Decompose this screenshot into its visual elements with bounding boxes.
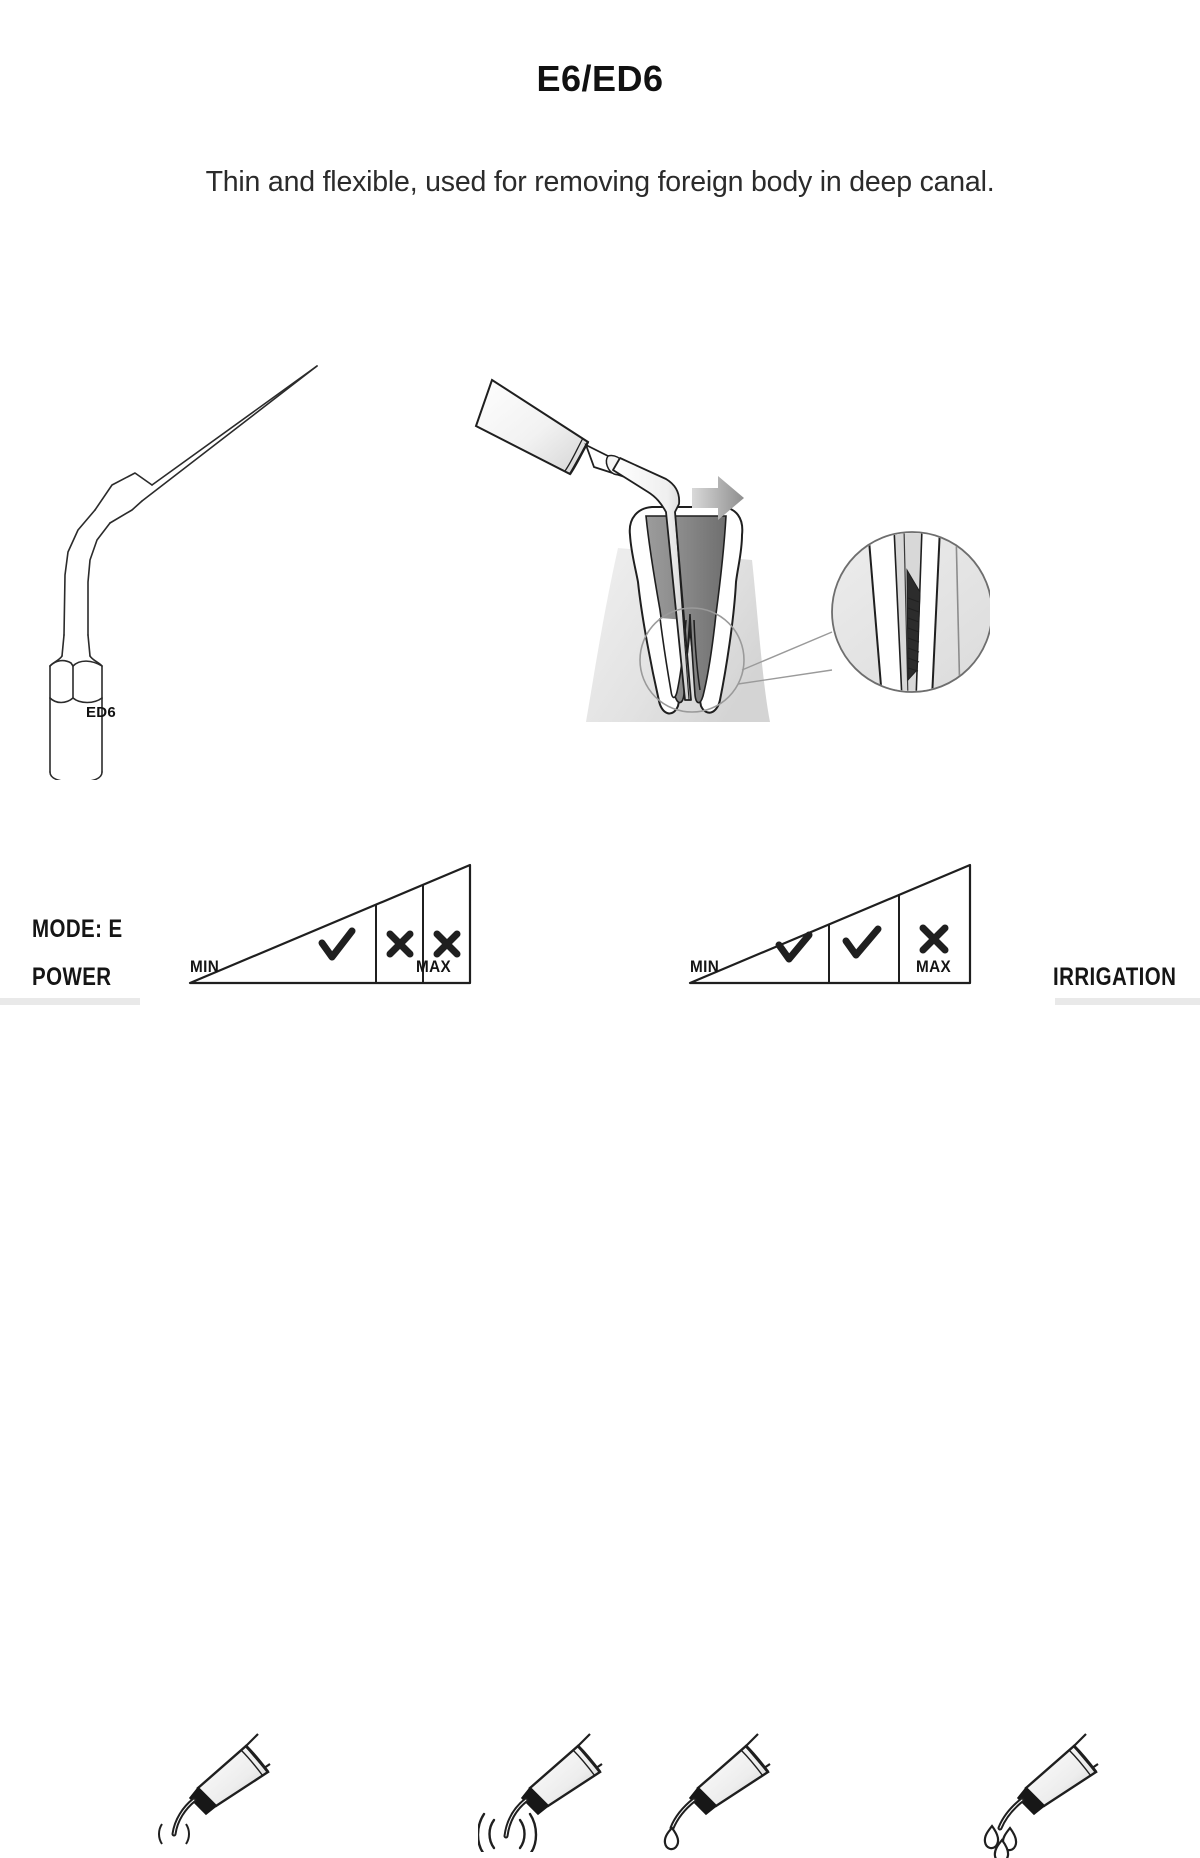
gauge-zone-check — [842, 925, 882, 959]
gauge-triangle — [188, 863, 472, 985]
divider-left — [0, 998, 140, 1005]
illustration-area — [0, 360, 1200, 800]
gauge-zone-check — [318, 927, 356, 961]
dental-scaler-tip-icon — [49, 365, 318, 780]
power-gauge — [188, 863, 472, 985]
tooth-cross-section-figure — [474, 378, 990, 722]
irrigation-gauge — [688, 863, 972, 985]
power-max-label: MAX — [416, 957, 452, 976]
divider-right — [1055, 998, 1200, 1005]
irrigation-min-label: MIN — [690, 957, 720, 976]
handpiece-single-drop-icon — [663, 1733, 771, 1851]
power-label: POWER — [32, 963, 112, 991]
magnified-canal-detail — [831, 531, 990, 693]
page-subtitle: Thin and flexible, used for removing for… — [205, 166, 995, 198]
gauge-zone-check — [775, 931, 813, 963]
power-min-label: MIN — [190, 957, 220, 976]
handpiece-icon — [158, 1733, 271, 1845]
tooth-shape — [628, 506, 744, 715]
mode-label: MODE: E — [32, 915, 123, 943]
irrigation-max-label: MAX — [916, 957, 952, 976]
scaler-shank — [612, 457, 692, 701]
gauge-zone-cross — [386, 930, 414, 958]
parameter-bar: MODE: E POWER IRRIGATION — [0, 840, 1200, 1858]
irrigation-label: IRRIGATION — [1053, 963, 1177, 991]
magnifier-locator-circle — [639, 607, 745, 713]
tip-model-label: ED6 — [86, 704, 117, 721]
page-title: E6/ED6 — [536, 58, 664, 99]
gauge-zone-cross — [919, 924, 949, 954]
handpiece-multiple-drops-icon — [983, 1733, 1099, 1858]
handpiece-vibration-icon — [478, 1733, 603, 1852]
gauge-zone-cross — [433, 930, 461, 958]
right-arrow-icon — [692, 476, 744, 520]
handpiece-icon — [474, 378, 630, 480]
